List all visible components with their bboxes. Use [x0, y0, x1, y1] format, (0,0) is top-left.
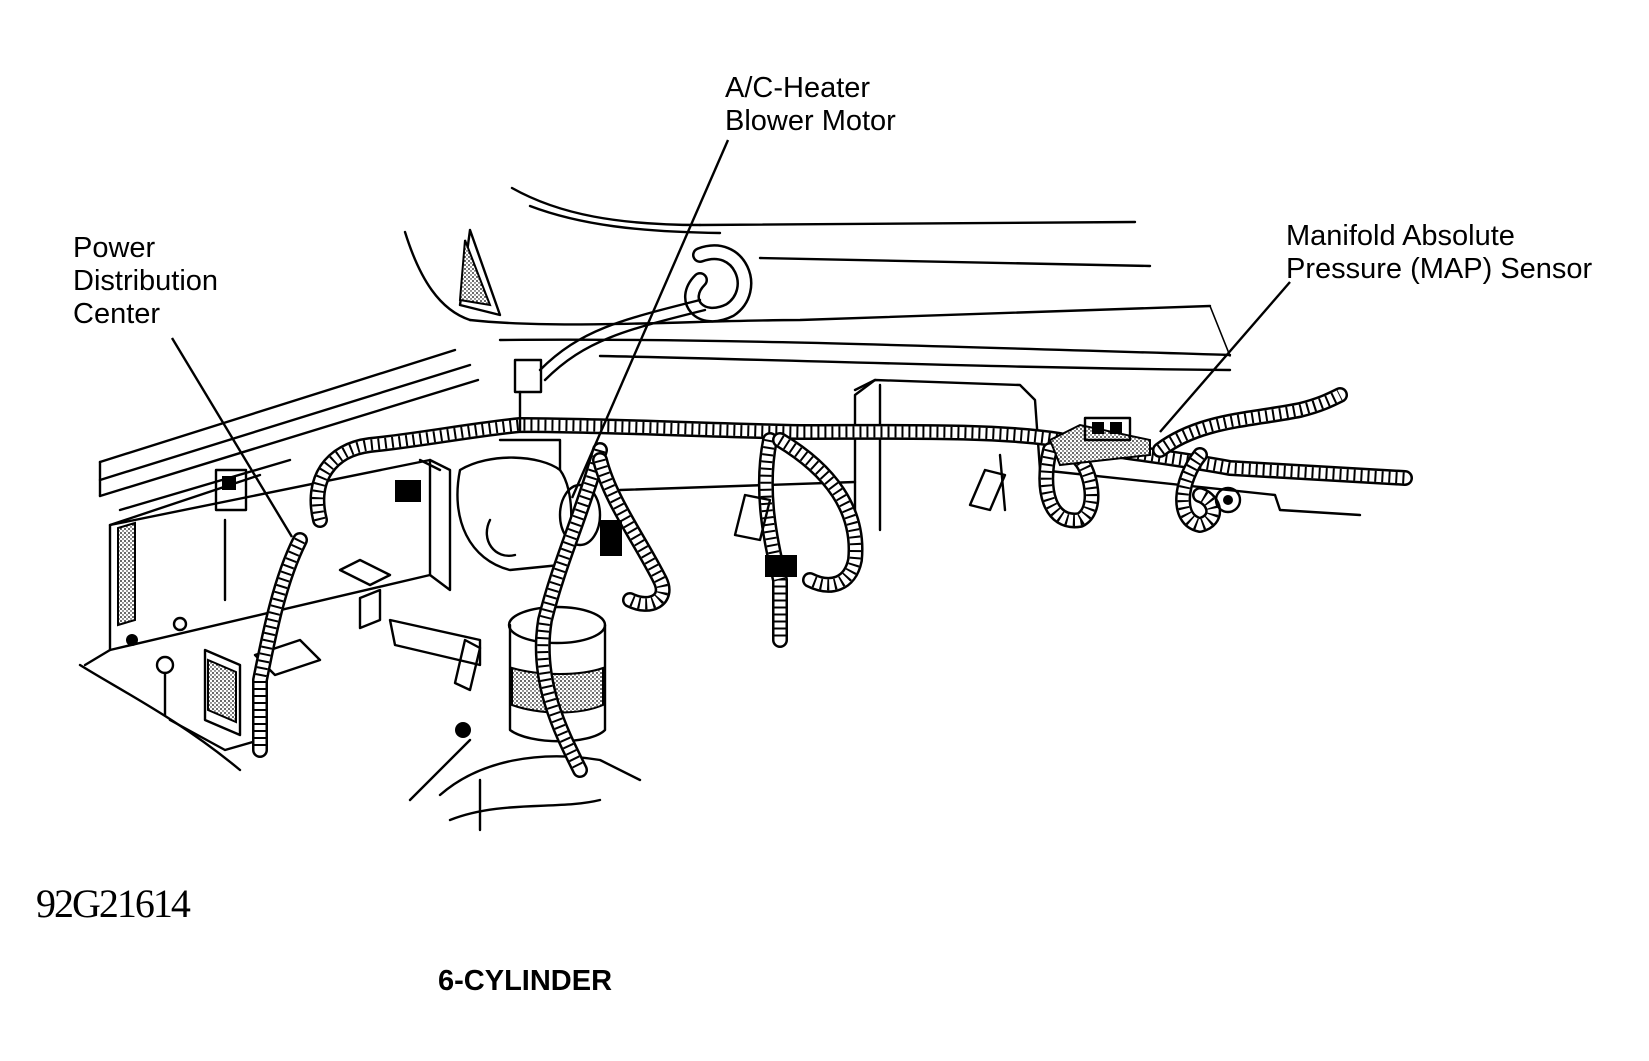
cowl-panel-lines [403, 186, 1232, 372]
callout-blower-motor-line-2: Blower Motor [725, 105, 896, 137]
callout-map-sensor-line-2: Pressure (MAP) Sensor [1286, 253, 1593, 285]
leader-blower-motor [570, 139, 730, 499]
harness-connectors [395, 228, 1242, 577]
leader-power-distribution [170, 337, 294, 538]
callout-power-distribution-line-2: Distribution [73, 265, 219, 297]
power-distribution-box [78, 458, 482, 772]
callout-power-distribution-line-1: Power [73, 232, 156, 264]
fender-lines [98, 348, 480, 512]
leader-lines [170, 139, 1291, 538]
callout-map-sensor-line-1: Manifold Absolute [1286, 220, 1515, 252]
callout-blower-motor-line-1: A/C-Heater [725, 72, 871, 104]
figure-caption: 6-CYLINDER [438, 965, 613, 997]
callout-power-distribution: Power Distribution Center [73, 232, 218, 331]
canister [408, 605, 642, 832]
callout-power-distribution-line-3: Center [73, 298, 161, 330]
callout-map-sensor: Manifold Absolute Pressure (MAP) Sensor [1286, 220, 1592, 286]
callout-blower-motor: A/C-Heater Blower Motor [725, 72, 896, 138]
leader-map-sensor [1159, 281, 1291, 433]
figure-id: 92G21614 [36, 881, 191, 926]
